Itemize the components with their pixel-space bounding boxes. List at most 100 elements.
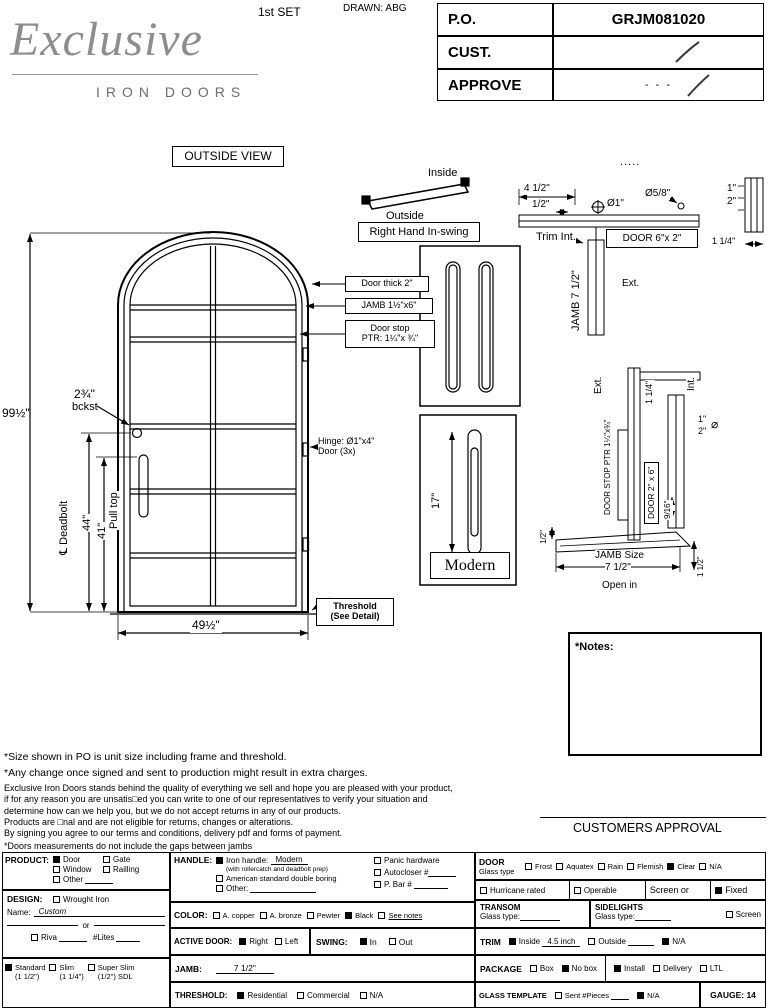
commercial-checkbox[interactable]	[297, 991, 305, 999]
standard-checkbox[interactable]	[5, 964, 12, 971]
swing-out-checkbox[interactable]	[388, 938, 396, 945]
left-checkbox[interactable]	[274, 938, 282, 945]
black-checkbox[interactable]	[345, 911, 353, 919]
riva-checkbox[interactable]	[31, 934, 38, 941]
package-section: PACKAGE Box No box Install Delivery LTL	[475, 955, 766, 982]
slim-option-group: Slim (1 1/4")	[49, 963, 84, 1003]
right-checkbox[interactable]	[239, 938, 247, 945]
clear-checkbox[interactable]	[667, 862, 675, 870]
box-label: Box	[539, 964, 554, 973]
hinge-text-1: Hinge: Ø1"x4"	[318, 436, 375, 446]
transom-glass-blank[interactable]	[520, 912, 561, 921]
american-boring-checkbox[interactable]	[216, 875, 223, 882]
threshold-text-2: (See Detail)	[330, 611, 380, 621]
swing-in-checkbox[interactable]	[359, 938, 367, 945]
trim-outside-blank[interactable]	[628, 937, 655, 946]
panic-hardware-checkbox[interactable]	[374, 857, 381, 864]
box-checkbox[interactable]	[529, 965, 537, 972]
pewter-label: Pewter	[316, 910, 341, 920]
sent-pieces-blank[interactable]	[611, 991, 630, 1000]
glass-na-checkbox[interactable]	[699, 862, 707, 870]
delivery-checkbox[interactable]	[652, 965, 660, 972]
flemish-label: Flemish	[637, 861, 664, 871]
standard-size: (1 1/2")	[15, 972, 40, 981]
window-checkbox[interactable]	[53, 866, 60, 873]
design-label: DESIGN:	[7, 894, 43, 904]
gate-checkbox[interactable]	[103, 856, 110, 863]
iron-handle-value[interactable]: Modern	[270, 855, 308, 865]
rain-checkbox[interactable]	[597, 862, 605, 870]
aquatex-checkbox[interactable]	[556, 862, 564, 870]
po-value: GRJM081020	[611, 11, 706, 28]
cust-value-cell[interactable]	[553, 36, 764, 69]
product-other-checkbox[interactable]	[53, 876, 60, 883]
pewter-checkbox[interactable]	[306, 911, 314, 919]
sidelights-glass-blank[interactable]	[635, 912, 672, 921]
fixed-label: Fixed	[725, 885, 748, 895]
threshold-residential-option: Residential	[237, 991, 287, 1000]
sent-pieces-checkbox[interactable]	[554, 991, 562, 999]
pbar-blank[interactable]	[414, 880, 449, 889]
hurricane-checkbox[interactable]	[480, 886, 487, 894]
residential-checkbox[interactable]	[237, 991, 245, 999]
trim-inside-option: Inside 4.5 inch	[508, 937, 581, 947]
transom-section: TRANSOM Glass type:	[475, 900, 590, 928]
threshold-na-checkbox[interactable]	[359, 991, 367, 999]
trim-inside-value[interactable]: 4.5 inch	[542, 937, 581, 947]
po-value-cell[interactable]: GRJM081020	[553, 3, 764, 36]
superslim-label: Super Slim	[97, 963, 135, 972]
operable-option: Operable	[568, 881, 645, 899]
notes-box[interactable]: *Notes:	[568, 632, 762, 756]
door-stop-text-2: PTR: 1¼"x ¾"	[361, 333, 419, 343]
frost-checkbox[interactable]	[525, 862, 532, 870]
autocloser-checkbox[interactable]	[374, 869, 381, 876]
glass-template-na-checkbox[interactable]	[637, 991, 645, 999]
lites-blank[interactable]	[116, 933, 141, 942]
fixed-checkbox[interactable]	[715, 886, 723, 894]
fixed-option: Fixed	[710, 881, 765, 899]
trim-na-checkbox[interactable]	[662, 938, 670, 945]
copper-checkbox[interactable]	[212, 911, 220, 919]
handle-other-checkbox[interactable]	[216, 885, 223, 892]
disclaimer-line: Exclusive Iron Doors stands behind the q…	[4, 783, 453, 793]
see-notes-checkbox[interactable]	[378, 911, 386, 919]
trim-outside-checkbox[interactable]	[588, 938, 596, 945]
flemish-checkbox[interactable]	[627, 862, 635, 870]
ltl-checkbox[interactable]	[699, 965, 707, 972]
slim-checkbox[interactable]	[49, 964, 57, 971]
head-ext-label: Ext.	[622, 278, 640, 289]
jamb-value[interactable]: 7 1/2"	[215, 963, 274, 974]
iron-handle-checkbox[interactable]	[216, 856, 223, 864]
approve-value-cell[interactable]: - - -	[553, 69, 764, 101]
trim-na-label: N/A	[672, 937, 686, 946]
product-other-blank[interactable]	[85, 875, 114, 884]
trim-section: TRIM Inside 4.5 inch Outside N/A	[475, 928, 766, 955]
sidelights-screen-checkbox[interactable]	[725, 910, 733, 918]
threshold-label: THRESHOLD:	[175, 990, 228, 1000]
door-checkbox[interactable]	[53, 856, 60, 863]
dimension-lines	[27, 232, 309, 640]
design-name-value[interactable]: Custom	[33, 907, 165, 917]
door-stop-text-1: Door stop	[370, 323, 410, 334]
pbar-checkbox[interactable]	[374, 881, 381, 888]
nobox-checkbox[interactable]	[561, 965, 569, 972]
backset-dimension: 2¾"	[74, 387, 95, 401]
superslim-checkbox[interactable]	[87, 964, 95, 971]
install-checkbox[interactable]	[614, 965, 622, 972]
rain-label: Rain	[607, 861, 624, 871]
wrought-iron-checkbox[interactable]	[53, 895, 60, 903]
approval-signature-line[interactable]	[540, 817, 766, 818]
handle-other-blank[interactable]	[250, 884, 317, 893]
deadbolt-label: ℄ Deadbolt	[58, 499, 71, 556]
bronze-checkbox[interactable]	[259, 911, 267, 919]
american-boring-label: American standard double boring	[226, 874, 337, 883]
railling-checkbox[interactable]	[103, 866, 110, 873]
glass-type-label: Glass type	[479, 866, 515, 876]
riva-blank[interactable]	[59, 933, 88, 942]
threshold-na-option: N/A	[359, 991, 383, 1000]
trim-inside-checkbox[interactable]	[508, 938, 516, 945]
package-delivery-option: Delivery	[652, 964, 692, 973]
swing-inside-label: Inside	[428, 167, 458, 179]
autocloser-blank[interactable]	[428, 868, 457, 877]
operable-checkbox[interactable]	[573, 886, 581, 894]
